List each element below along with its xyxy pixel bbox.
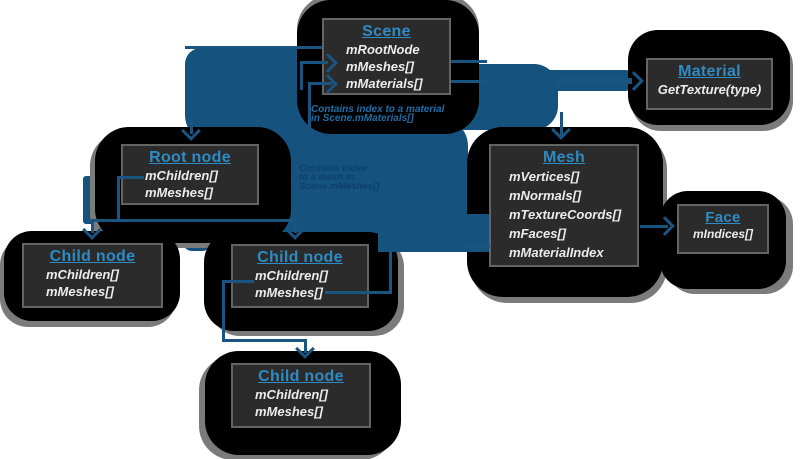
material-index-note-line2: in Scene.mMaterials[]	[311, 113, 414, 124]
node-face-title: Face	[705, 209, 741, 226]
node-child-middle: Child node mChildren[] mMeshes[]	[231, 244, 369, 308]
node-field: mFaces[]	[509, 226, 567, 241]
connector-child-children	[304, 339, 307, 353]
mesh-index-note: Contains index to a mesh in Scene.mMeshe…	[299, 163, 380, 192]
node-root-title: Root node	[149, 149, 231, 166]
connector-scene-mesh	[560, 112, 563, 136]
node-child-left: Child node mChildren[] mMeshes[]	[22, 243, 163, 308]
node-face: Face mIndices[]	[677, 204, 769, 254]
node-field: mChildren[]	[145, 168, 218, 183]
node-mesh-title: Mesh	[542, 149, 586, 166]
material-index-note-line1: Contains index to a material	[311, 104, 445, 115]
connector-child-meshes	[389, 250, 392, 294]
connector-root-children	[91, 219, 297, 222]
connector-scene-material	[556, 78, 632, 84]
node-field: mChildren[]	[46, 267, 119, 282]
node-field: mMeshes[]	[255, 285, 323, 300]
connector-rootnode	[185, 46, 322, 49]
node-field: mMaterialIndex	[509, 245, 604, 260]
node-field: mRootNode	[346, 42, 420, 57]
node-field: mVertices[]	[509, 169, 580, 184]
connector-scene-mesh	[451, 60, 487, 63]
connector-materialindex	[308, 83, 311, 127]
connector-node-meshes	[300, 63, 303, 90]
connector-materialindex	[464, 245, 490, 248]
node-scene: Scene mRootNode mMeshes[] mMaterials[]	[322, 18, 451, 95]
node-child-bottom: Child node mChildren[] mMeshes[]	[231, 363, 371, 428]
connector-faces	[640, 225, 668, 228]
node-material-title: Material	[678, 63, 741, 80]
node-root: Root node mChildren[] mMeshes[]	[121, 144, 259, 205]
node-field: mMeshes[]	[255, 404, 323, 419]
connector-child-meshes	[325, 291, 392, 294]
node-field: mTextureCoords[]	[509, 207, 622, 222]
node-child-bottom-title: Child node	[258, 368, 344, 385]
node-field: GetTexture(type)	[657, 82, 762, 97]
node-child-left-title: Child node	[49, 248, 136, 265]
node-child-middle-title: Child node	[257, 249, 343, 266]
node-field: mMeshes[]	[346, 59, 414, 74]
mesh-index-note-line1: Contains index	[299, 163, 368, 174]
node-field: mMaterials[]	[346, 76, 423, 91]
node-field: mIndices[]	[692, 227, 753, 241]
connector-root-children	[117, 176, 120, 222]
node-material: Material GetTexture(type)	[646, 58, 773, 110]
connector-child-children	[222, 280, 254, 283]
connector-root-children	[294, 219, 297, 233]
material-index-note: Contains index to a material in Scene.mM…	[311, 104, 445, 124]
mesh-index-note-line3: Scene.mMeshes[]	[299, 181, 380, 192]
connector-root-children	[117, 176, 144, 179]
connector-child-children	[222, 339, 307, 342]
node-field: mMeshes[]	[46, 284, 114, 299]
node-field: mChildren[]	[255, 387, 328, 402]
connector-rootnode	[190, 116, 193, 134]
connector-materialindex	[308, 82, 332, 85]
connector-root-children	[91, 219, 94, 233]
connector-child-children	[222, 280, 225, 342]
connector-scene-material	[451, 80, 487, 83]
connector-node-meshes	[300, 61, 328, 64]
node-scene-title: Scene	[362, 23, 411, 40]
node-mesh: Mesh mVertices[] mNormals[] mTextureCoor…	[489, 144, 639, 267]
node-field: mChildren[]	[255, 268, 328, 283]
node-field: mNormals[]	[509, 188, 582, 203]
mesh-index-note-line2: to a mesh in	[299, 172, 355, 183]
node-field: mMeshes[]	[145, 185, 213, 200]
